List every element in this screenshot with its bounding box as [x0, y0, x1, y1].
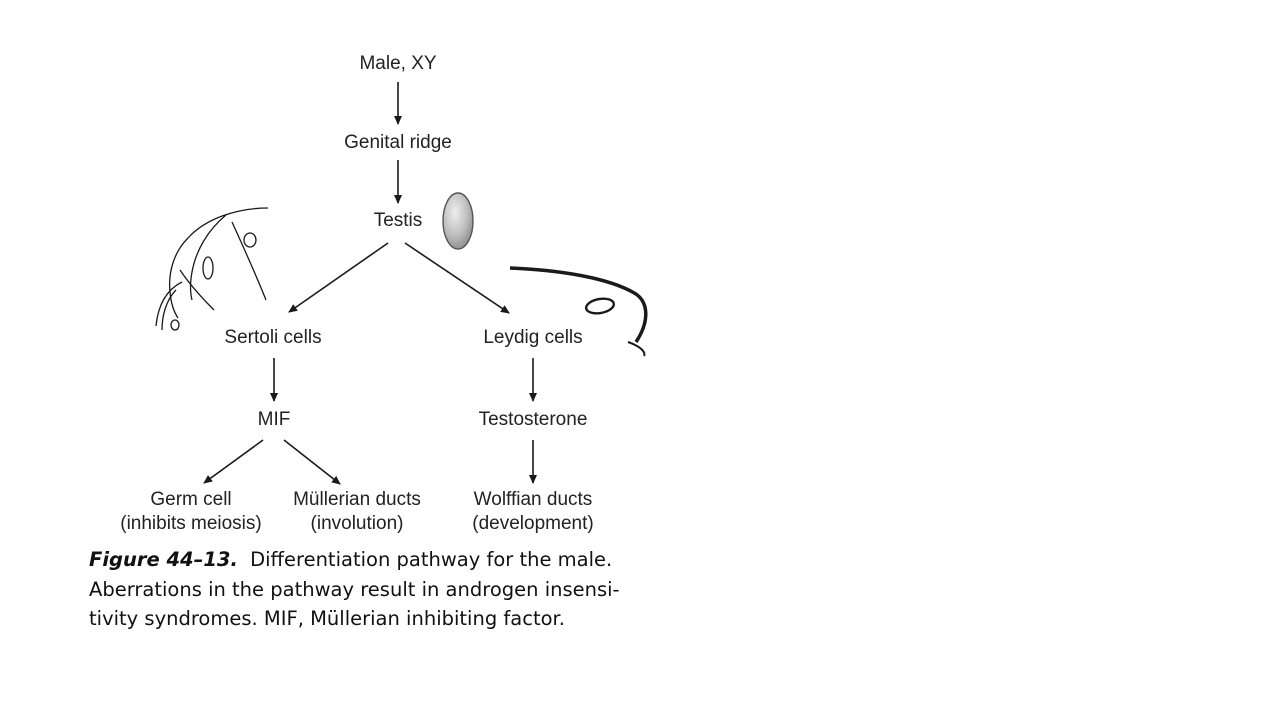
leydig-cell-sketch	[509, 266, 648, 357]
sertoli-cells-label: Sertoli cells	[224, 327, 322, 348]
mif-label: MIF	[257, 409, 291, 430]
wolffian-ducts-label: Wolffian ducts	[473, 489, 593, 510]
figure-label: Figure 44–13.	[89, 548, 238, 571]
node-sertoli-cells: Sertoli cells	[203, 326, 343, 350]
node-germ-cell: Germ cell (inhibits meiosis)	[96, 488, 286, 536]
germ-cell-note: (inhibits meiosis)	[120, 513, 262, 534]
wolffian-ducts-note: (development)	[472, 513, 594, 534]
figure-caption: Figure 44–13. Differentiation pathway fo…	[89, 545, 689, 634]
node-mif: MIF	[234, 408, 314, 432]
leydig-cells-label: Leydig cells	[483, 327, 583, 348]
mullerian-ducts-label: Müllerian ducts	[293, 489, 421, 510]
testis-illustration	[442, 192, 474, 250]
germ-cell-label: Germ cell	[150, 489, 232, 510]
node-testis: Testis	[348, 209, 448, 233]
node-genital-ridge: Genital ridge	[318, 131, 478, 155]
genital-ridge-label: Genital ridge	[344, 132, 452, 153]
testosterone-label: Testosterone	[478, 409, 588, 430]
arrow-mif-to-mullerian-ducts	[283, 439, 341, 485]
node-testosterone: Testosterone	[453, 408, 613, 432]
node-wolffian-ducts: Wolffian ducts (development)	[453, 488, 613, 536]
arrow-testis-to-sertoli	[288, 242, 389, 313]
node-male-xy: Male, XY	[338, 52, 458, 76]
caption-line-2: Aberrations in the pathway result in and…	[89, 577, 620, 601]
caption-line-1-text: Differentiation pathway for the male.	[250, 548, 613, 571]
arrow-testis-to-leydig	[404, 242, 510, 314]
mullerian-ducts-note: (involution)	[310, 513, 404, 534]
testis-label: Testis	[373, 210, 423, 231]
male-xy-label: Male, XY	[359, 53, 437, 74]
caption-line-3: tivity syndromes. MIF, Müllerian inhibit…	[89, 607, 565, 630]
node-mullerian-ducts: Müllerian ducts (involution)	[272, 488, 442, 536]
arrow-mif-to-germ-cell	[203, 439, 264, 484]
sertoli-cell-sketch	[155, 207, 269, 331]
node-leydig-cells: Leydig cells	[463, 326, 603, 350]
caption-line-1: Figure 44–13. Differentiation pathway fo…	[89, 545, 689, 575]
